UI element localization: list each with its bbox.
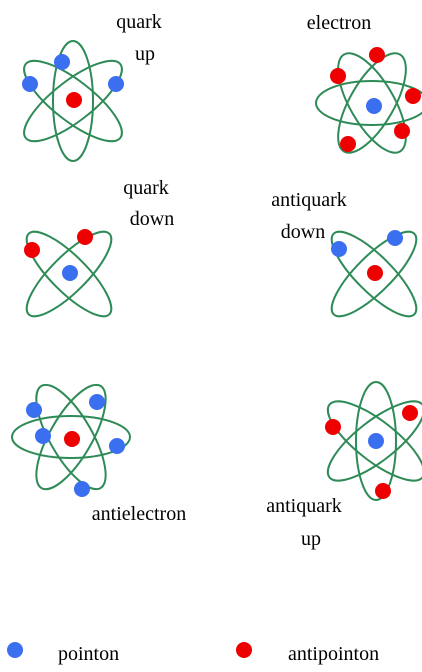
electron-antipointon — [77, 229, 93, 245]
electron-antipointon — [402, 405, 418, 421]
nucleus-pointon — [62, 265, 78, 281]
electron-pointon — [331, 241, 347, 257]
atom-label-line: antiquark — [271, 189, 347, 211]
atom-antielectron: antielectron — [11, 383, 186, 525]
legend-antipointon-label: antipointon — [288, 643, 379, 665]
atom-label-line: electron — [307, 12, 371, 34]
electron-pointon — [108, 76, 124, 92]
electron-antipointon — [330, 68, 346, 84]
electron-pointon — [387, 230, 403, 246]
atom-antiquark-up: antiquark up — [266, 381, 422, 550]
electron-pointon — [22, 76, 38, 92]
atom-quark-up: quark up — [22, 11, 162, 162]
orbit-ellipse — [326, 400, 422, 482]
nucleus-pointon — [368, 433, 384, 449]
orbit-ellipse — [23, 59, 123, 143]
orbit-ellipse — [52, 40, 94, 162]
atom-label-line: down — [281, 221, 325, 243]
orbit-ellipse — [330, 230, 418, 318]
electron-antipointon — [394, 123, 410, 139]
electron-antipointon — [369, 47, 385, 63]
electron-antipointon — [405, 88, 421, 104]
legend-item-pointon: pointon — [7, 642, 119, 665]
orbit-ellipse — [35, 383, 107, 491]
legend-item-antipointon: antipointon — [236, 642, 379, 665]
atom-label-line: up — [135, 43, 155, 65]
orbit-group — [25, 230, 113, 318]
electron-pointon — [54, 54, 70, 70]
orbit-ellipse — [25, 230, 113, 318]
electron-antipointon — [375, 483, 391, 499]
orbit-group — [23, 40, 123, 162]
electron-pointon — [74, 481, 90, 497]
atom-label-line: up — [301, 528, 321, 550]
orbit-group — [330, 230, 418, 318]
orbit-ellipse — [25, 230, 113, 318]
legend-pointon-dot — [7, 642, 23, 658]
orbit-ellipse — [337, 52, 407, 154]
atom-label-line: antiquark — [266, 495, 342, 517]
atom-label-line: down — [130, 208, 174, 230]
orbit-ellipse — [315, 80, 422, 126]
orbit-ellipse — [23, 59, 123, 143]
electron-pointon — [26, 402, 42, 418]
orbit-ellipse — [355, 381, 397, 501]
atom-antiquark-down: antiquark down — [271, 189, 418, 318]
orbit-ellipse — [35, 383, 107, 491]
orbit-ellipse — [11, 415, 131, 459]
electron-pointon — [89, 394, 105, 410]
atom-label-line: quark — [116, 11, 162, 33]
electron-antipointon — [24, 242, 40, 258]
atom-electron: electron — [307, 12, 422, 154]
nucleus-antipointon — [367, 265, 383, 281]
electron-antipointon — [325, 419, 341, 435]
electron-antipointon — [340, 136, 356, 152]
nucleus-pointon — [366, 98, 382, 114]
electron-pointon — [109, 438, 125, 454]
orbit-group — [326, 381, 422, 501]
orbit-ellipse — [326, 400, 422, 482]
atom-label-line: quark — [123, 177, 169, 199]
atom-quark-down: quark down — [24, 177, 174, 318]
legend-antipointon-dot — [236, 642, 252, 658]
nucleus-antipointon — [64, 431, 80, 447]
nucleus-antipointon — [66, 92, 82, 108]
orbit-ellipse — [337, 52, 407, 154]
legend-pointon-label: pointon — [58, 643, 119, 665]
atom-label-line: antielectron — [92, 503, 186, 525]
electron-pointon — [35, 428, 51, 444]
legend: pointon antipointon — [7, 642, 379, 665]
orbit-group — [315, 52, 422, 154]
orbit-ellipse — [330, 230, 418, 318]
orbit-group — [11, 383, 131, 491]
